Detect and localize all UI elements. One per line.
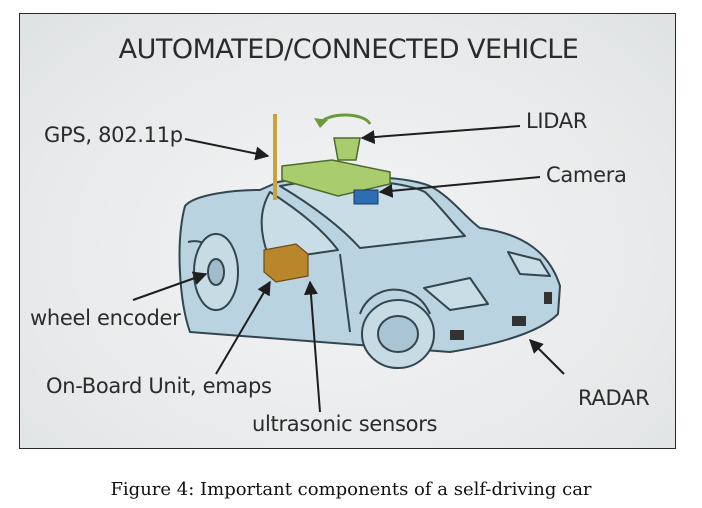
radar-label: RADAR [578, 386, 650, 410]
front-hub [377, 315, 419, 353]
lidar-rotation-arrow [318, 113, 372, 125]
rear-hub [207, 258, 225, 286]
figure-caption: Figure 4: Important components of a self… [110, 479, 592, 500]
car-illustration [178, 175, 561, 369]
obu-arrow [215, 280, 271, 375]
sensors [263, 113, 552, 340]
obu-box [263, 243, 309, 283]
headlight-left [423, 277, 489, 311]
obu-label: On-Board Unit, emaps [46, 374, 272, 398]
camera-sensor [353, 189, 379, 205]
lidar-label: LIDAR [526, 109, 588, 133]
radar-arrow [529, 339, 565, 375]
ultrasonic-label: ultrasonic sensors [252, 412, 438, 436]
radar-sensor-left [450, 330, 464, 340]
door-line [339, 253, 351, 333]
camera-label: Camera [546, 163, 627, 187]
ultrasonic-arrow [303, 280, 321, 413]
camera-arrow [378, 176, 541, 198]
lidar-rotation-head [314, 118, 328, 128]
gps-antenna [273, 114, 277, 200]
wheel-encoder-arrow [132, 271, 208, 301]
lidar-unit [333, 137, 361, 161]
headlight-right [507, 251, 551, 277]
figure-frame: AUTOMATED/CONNECTED VEHICLE GPS, 802.11p… [19, 13, 676, 449]
gps-arrow [184, 138, 270, 161]
side-window [260, 191, 339, 261]
gps-label: GPS, 802.11p [44, 123, 183, 147]
lidar-arrow [360, 125, 521, 145]
radar-sensor-right [512, 316, 526, 326]
vehicle-diagram [132, 113, 565, 413]
callout-arrows [132, 125, 565, 413]
figure-title: AUTOMATED/CONNECTED VEHICLE [118, 34, 579, 65]
radar-sensor-front [544, 292, 552, 304]
wheel-encoder-label: wheel encoder [30, 306, 181, 330]
